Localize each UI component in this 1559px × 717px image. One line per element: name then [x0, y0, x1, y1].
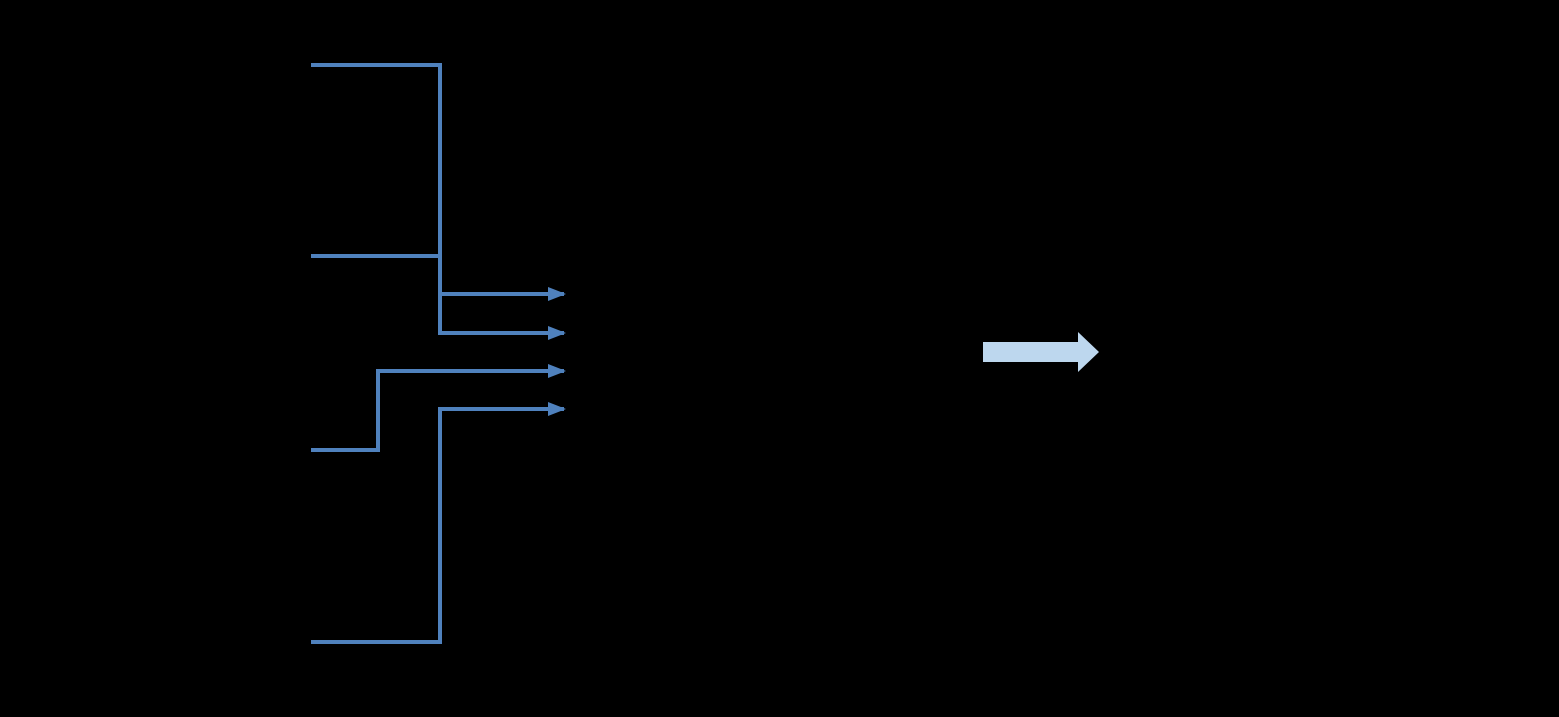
block-arrow-right-icon: [983, 332, 1099, 372]
elbow-connector-top-inner: [311, 254, 566, 340]
elbow-connector-bottom-inner: [311, 364, 566, 452]
elbow-connector-top-outer: [311, 63, 566, 301]
elbow-connector-bottom-outer: [311, 402, 566, 644]
